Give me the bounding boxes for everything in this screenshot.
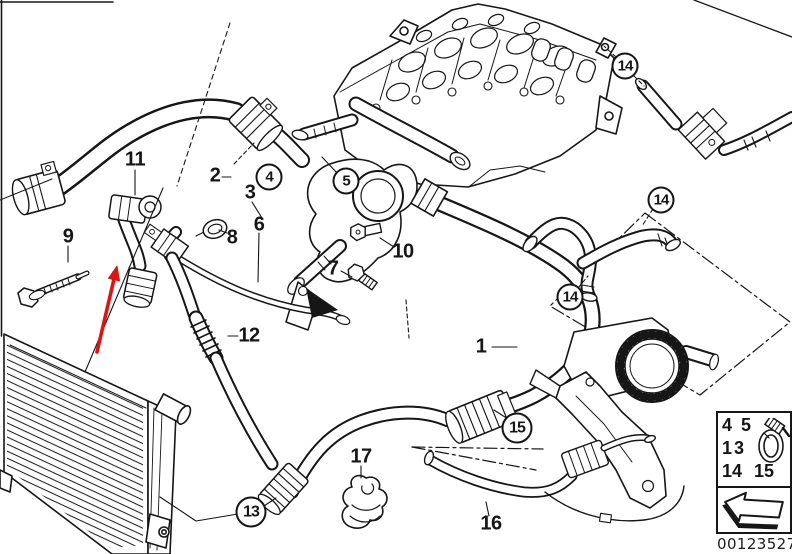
bolt-10-drawing <box>349 222 383 242</box>
upper-hose-drawing <box>0 96 284 216</box>
leader-lines <box>67 22 654 522</box>
throttle-bracket-drawing <box>529 317 719 509</box>
legend-row-3: 14 15 <box>722 461 775 481</box>
legend-direction-section <box>718 488 790 532</box>
callout-5-circled[interactable]: 5 <box>332 167 360 195</box>
callout-17[interactable]: 17 <box>350 445 372 468</box>
callout-9[interactable]: 9 <box>62 225 74 248</box>
drawing-number: 00123527 <box>717 535 792 553</box>
bolt-9-drawing <box>17 270 90 308</box>
callout-11[interactable]: 11 <box>124 148 146 171</box>
hose-16-drawing <box>423 434 685 524</box>
screw-7-drawing <box>347 263 378 291</box>
callout-7[interactable]: 7 <box>327 257 339 280</box>
legend-box: 4 5 13 14 15 <box>716 411 792 534</box>
hose-12-drawing <box>143 223 309 516</box>
callout-14-circled-middle[interactable]: 14 <box>647 186 675 214</box>
callout-4-circled[interactable]: 4 <box>255 163 283 191</box>
sensor-wire-drawing <box>544 485 685 522</box>
legend-row-1: 4 5 <box>722 415 754 435</box>
highlight-arrow <box>95 265 120 354</box>
callout-14-circled-top[interactable]: 14 <box>611 52 639 80</box>
callout-14-circled-lower[interactable]: 14 <box>556 283 584 311</box>
callout-1[interactable]: 1 <box>475 335 487 358</box>
heater-hose-drawing <box>634 77 792 160</box>
callout-16[interactable]: 16 <box>480 512 502 535</box>
corner-line <box>693 0 792 38</box>
callout-10[interactable]: 10 <box>392 240 414 263</box>
callout-8[interactable]: 8 <box>226 226 238 249</box>
callout-12[interactable]: 12 <box>238 324 260 347</box>
sheet-border <box>0 0 114 337</box>
o-ring-drawing <box>202 218 228 240</box>
direction-arrow-icon <box>722 491 784 530</box>
vent-elbow-drawing <box>108 194 162 308</box>
cylinder-head-drawing <box>333 3 623 188</box>
callout-2[interactable]: 2 <box>209 164 221 187</box>
coolant-pipe-drawing <box>162 218 351 331</box>
callout-15-circled[interactable]: 15 <box>501 412 533 444</box>
callout-13-circled[interactable]: 13 <box>235 496 267 528</box>
callout-3[interactable]: 3 <box>244 181 256 204</box>
hose-1-drawing <box>410 178 601 444</box>
insert-direction-arrowhead <box>306 288 338 318</box>
radiator-drawing <box>0 333 192 554</box>
legend-clamp-section: 4 5 13 14 15 <box>718 413 790 488</box>
callout-6[interactable]: 6 <box>253 213 265 236</box>
bypass-hose-drawing <box>522 216 681 302</box>
hose-clamp-icon <box>758 418 790 463</box>
clip-17-drawing <box>341 474 388 529</box>
legend-row-2: 13 <box>722 438 747 458</box>
lower-hose-drawing <box>285 405 454 499</box>
